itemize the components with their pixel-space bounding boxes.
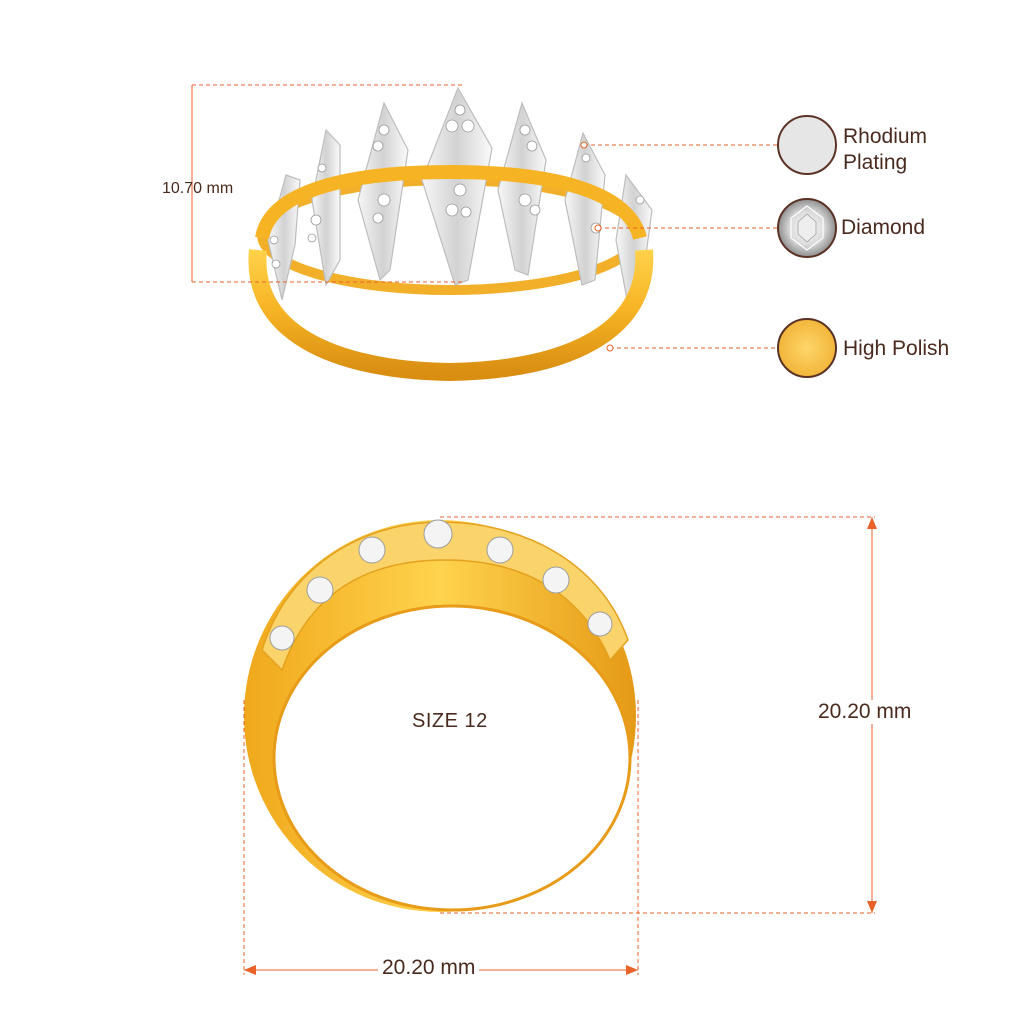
spike-diamonds	[269, 104, 645, 269]
ring-inner-hole	[274, 606, 630, 910]
crown-settings	[269, 519, 613, 651]
legend-gold-label: High Polish	[843, 337, 950, 360]
legend-rhodium-line2: Plating	[843, 151, 908, 174]
ring-side-view	[244, 519, 636, 912]
ring-crown	[261, 521, 629, 672]
ring-front-band	[248, 249, 654, 382]
ring-front-view	[248, 86, 654, 382]
height-dimension-label: 10.70 mm	[162, 180, 234, 197]
gold-swatch	[777, 318, 837, 378]
vertical-diameter-label: 20.20 mm	[814, 700, 916, 724]
legend-leaders	[584, 144, 777, 349]
rhodium-swatch	[777, 115, 837, 175]
legend-diamond-label: Diamond	[841, 216, 926, 239]
diamond-swatch	[777, 198, 837, 258]
horizontal-diameter-label: 20.20 mm	[378, 956, 480, 980]
legend-leader-dots	[580, 141, 614, 352]
legend-rhodium-label: Rhodium Plating	[843, 124, 927, 176]
ring-top-rim	[255, 164, 647, 241]
ring-size-label: SIZE 12	[412, 710, 488, 732]
height-dimension	[191, 84, 465, 283]
legend-rhodium-line1: Rhodium	[843, 125, 928, 148]
